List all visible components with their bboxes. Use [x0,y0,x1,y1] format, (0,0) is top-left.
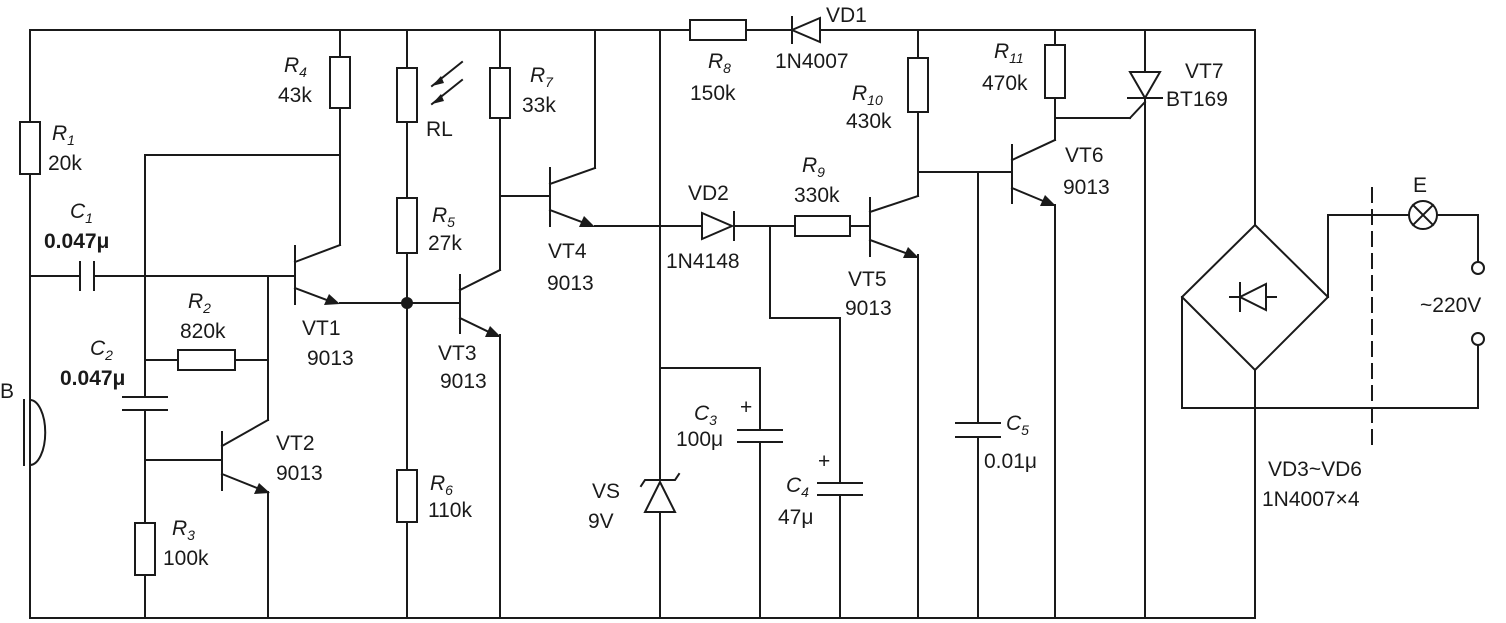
c1-designator: C1 [70,200,93,226]
vs-value: 9V [588,510,614,533]
transistor-vt1 [293,243,342,305]
vt7-label: VT7 [1185,60,1224,83]
microphone-b [23,399,47,466]
junction-node [401,297,413,309]
wires [29,29,1479,619]
photoresistor-rl [396,60,464,123]
resistor-r11 [1044,44,1066,99]
r8-value: 150k [690,82,736,105]
resistor-r3 [134,522,156,576]
resistor-r10 [907,57,929,113]
transistor-vt5 [868,194,920,258]
mains-terminal-bottom [1471,332,1485,346]
r6-designator: R6 [430,472,453,498]
c4-polarity: + [818,450,830,473]
diode-vd1 [789,16,821,44]
zener-diode-vs [639,472,681,513]
lamp-label: E [1413,174,1427,197]
capacitors [79,261,1001,496]
vt4-value: 9013 [547,272,594,295]
r10-value: 430k [846,110,892,133]
vt5-value: 9013 [845,297,892,320]
transistor-vt3 [458,268,502,337]
vt2-label: VT2 [276,432,315,455]
r4-designator: R4 [284,54,307,80]
r2-value: 820k [180,320,226,343]
labels: R1 20k C1 0.047μ R2 820k C2 0.047μ B R3 … [0,4,1481,570]
r9-designator: R9 [802,154,825,180]
r5-designator: R5 [432,204,455,230]
c3-polarity: + [740,396,752,419]
r10-designator: R10 [852,82,883,108]
r7-value: 33k [522,94,556,117]
r3-value: 100k [163,547,209,570]
c5-designator: C5 [1006,412,1029,438]
resistor-r2 [177,349,236,371]
vt3-label: VT3 [438,342,477,365]
vt5-label: VT5 [848,268,887,291]
r3-designator: R3 [172,517,195,543]
vt2-value: 9013 [276,462,323,485]
capacitor-c3 [737,429,783,443]
r6-value: 110k [428,499,472,522]
c5-value: 0.01μ [984,450,1037,473]
vt6-value: 9013 [1063,176,1110,199]
resistor-r6 [396,469,418,523]
c3-designator: C3 [694,402,717,428]
vd1-label: VD1 [826,4,867,27]
bridge-label: VD3~VD6 [1268,458,1362,481]
c4-value: 47μ [778,506,813,529]
vt6-label: VT6 [1065,144,1104,167]
transistor-vt4 [548,166,597,227]
bridge-value: 1N4007×4 [1262,488,1360,511]
r1-designator: R1 [52,122,75,148]
lamp-e [1408,200,1438,230]
vt4-label: VT4 [548,240,587,263]
capacitor-c4 [817,482,863,496]
bridge-rectifier [1180,223,1330,372]
diode-vd2 [701,211,735,241]
r8-designator: R8 [708,50,731,76]
r2-designator: R2 [188,290,211,316]
vt7-value: BT169 [1166,88,1228,111]
c3-value: 100μ [676,428,723,451]
resistors [19,19,1066,576]
thyristor-vt7 [1127,71,1163,101]
r11-value: 470k [982,72,1028,95]
transistor-vt6 [1010,138,1057,206]
resistor-r4 [329,56,351,109]
vd2-label: VD2 [688,182,729,205]
transistor-vt2 [220,418,270,494]
vd2-value: 1N4148 [666,250,740,273]
microphone-label: B [0,380,14,403]
resistor-r7 [489,67,511,119]
r4-value: 43k [278,84,312,107]
vt1-label: VT1 [302,317,341,340]
r9-value: 330k [794,184,840,207]
capacitor-c1 [79,261,95,291]
r7-designator: R7 [530,64,554,90]
c4-designator: C4 [786,474,809,500]
vt1-value: 9013 [307,347,354,370]
capacitor-c2 [122,396,168,411]
c1-value: 0.047μ [44,230,109,253]
vt3-value: 9013 [440,370,487,393]
rl-label: RL [426,118,453,141]
r5-value: 27k [428,232,462,255]
c2-designator: C2 [90,337,113,363]
mains-voltage-label: ~220V [1420,294,1481,317]
mains-terminal-top [1471,261,1485,275]
resistor-r9 [794,215,851,237]
resistor-r8 [689,19,747,41]
vd1-value: 1N4007 [775,50,849,73]
r1-value: 20k [48,152,82,175]
resistor-r1 [19,121,41,175]
r11-designator: R11 [994,40,1024,66]
capacitor-c5 [955,422,1001,438]
c2-value: 0.047μ [60,367,125,390]
resistor-r5 [396,197,418,254]
vs-label: VS [592,480,620,503]
